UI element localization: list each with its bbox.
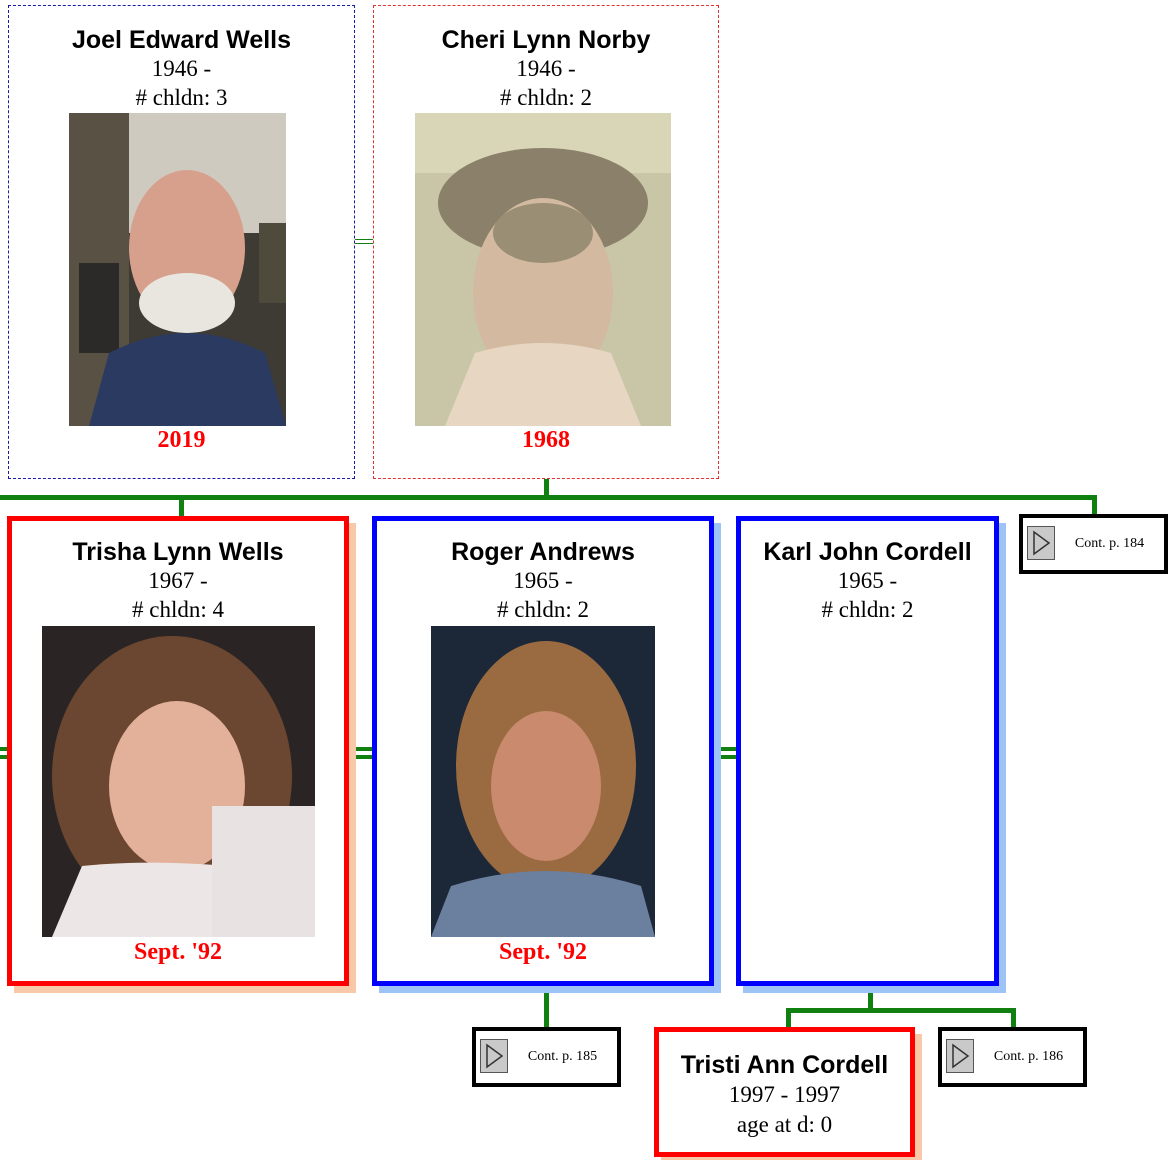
person-children-count: # chldn: 2 (497, 597, 589, 622)
person-card-tristi[interactable]: Tristi Ann Cordell 1997 - 1997 age at d:… (654, 1027, 915, 1157)
grandchild-drop-line (1011, 1008, 1016, 1030)
continuation-label: Cont. p. 185 (527, 1049, 598, 1064)
person-card-roger[interactable]: Roger Andrews 1965 - # chldn: 2 Sept. '9… (372, 516, 714, 986)
person-years: 1946 - (516, 56, 576, 81)
play-arrow-icon (1027, 526, 1055, 560)
spouse-connector-left (0, 755, 8, 759)
person-photo[interactable] (415, 113, 671, 426)
karl-drop-line (868, 991, 873, 1011)
person-years: 1965 - (837, 568, 898, 593)
grandchild-bar (786, 1008, 1016, 1013)
person-years: 1946 - (151, 56, 212, 81)
spouse-connector-right (720, 755, 738, 759)
person-years: 1997 - 1997 (728, 1082, 841, 1107)
person-children-count: # chldn: 4 (132, 597, 224, 622)
person-photo[interactable] (431, 626, 655, 937)
roger-drop-line (544, 991, 549, 1029)
person-card-trisha[interactable]: Trisha Lynn Wells 1967 - # chldn: 4 Sept… (7, 516, 349, 986)
continuation-link-184[interactable]: Cont. p. 184 (1019, 514, 1168, 574)
person-name: Cheri Lynn Norby (441, 26, 651, 54)
spouse-connector-top (355, 243, 373, 244)
person-children-count: # chldn: 2 (500, 85, 592, 110)
play-arrow-icon (480, 1039, 508, 1073)
person-name: Karl John Cordell (763, 538, 972, 566)
sibling-bar (0, 495, 1097, 500)
continuation-label: Cont. p. 184 (1074, 536, 1145, 551)
person-children-count: # chldn: 2 (821, 597, 914, 622)
person-photo[interactable] (69, 113, 286, 426)
spouse-connector-middle (356, 755, 374, 759)
person-children-count: # chldn: 3 (135, 85, 228, 110)
photo-date: 1968 (522, 427, 570, 453)
person-years: 1965 - (513, 568, 573, 593)
photo-date: Sept. '92 (133, 939, 222, 965)
spouse-connector-right (720, 747, 738, 751)
child-drop-line (1092, 495, 1097, 517)
person-years: 1967 - (148, 568, 208, 593)
spouse-connector-left (0, 747, 8, 751)
person-name: Roger Andrews (451, 538, 635, 566)
family-drop-line (544, 478, 549, 498)
spouse-connector-middle (356, 747, 374, 751)
continuation-link-185[interactable]: Cont. p. 185 (472, 1027, 621, 1087)
child-drop-line (179, 495, 184, 517)
person-name: Joel Edward Wells (71, 26, 292, 54)
person-age-at-death: age at d: 0 (736, 1112, 833, 1137)
person-name: Trisha Lynn Wells (72, 538, 284, 566)
person-card-cheri[interactable]: Cheri Lynn Norby 1946 - # chldn: 2 1968 (373, 5, 719, 479)
photo-date: Sept. '92 (498, 939, 587, 965)
person-card-joel[interactable]: Joel Edward Wells 1946 - # chldn: 3 2019 (8, 5, 355, 479)
continuation-link-186[interactable]: Cont. p. 186 (938, 1027, 1087, 1087)
continuation-label: Cont. p. 186 (993, 1049, 1064, 1064)
person-photo[interactable] (42, 626, 315, 937)
play-arrow-icon (946, 1039, 974, 1073)
photo-date: 2019 (157, 427, 206, 453)
person-card-karl[interactable]: Karl John Cordell 1965 - # chldn: 2 (736, 516, 999, 986)
spouse-connector-top (355, 239, 373, 240)
grandchild-drop-line (786, 1008, 791, 1030)
person-name: Tristi Ann Cordell (680, 1051, 889, 1079)
